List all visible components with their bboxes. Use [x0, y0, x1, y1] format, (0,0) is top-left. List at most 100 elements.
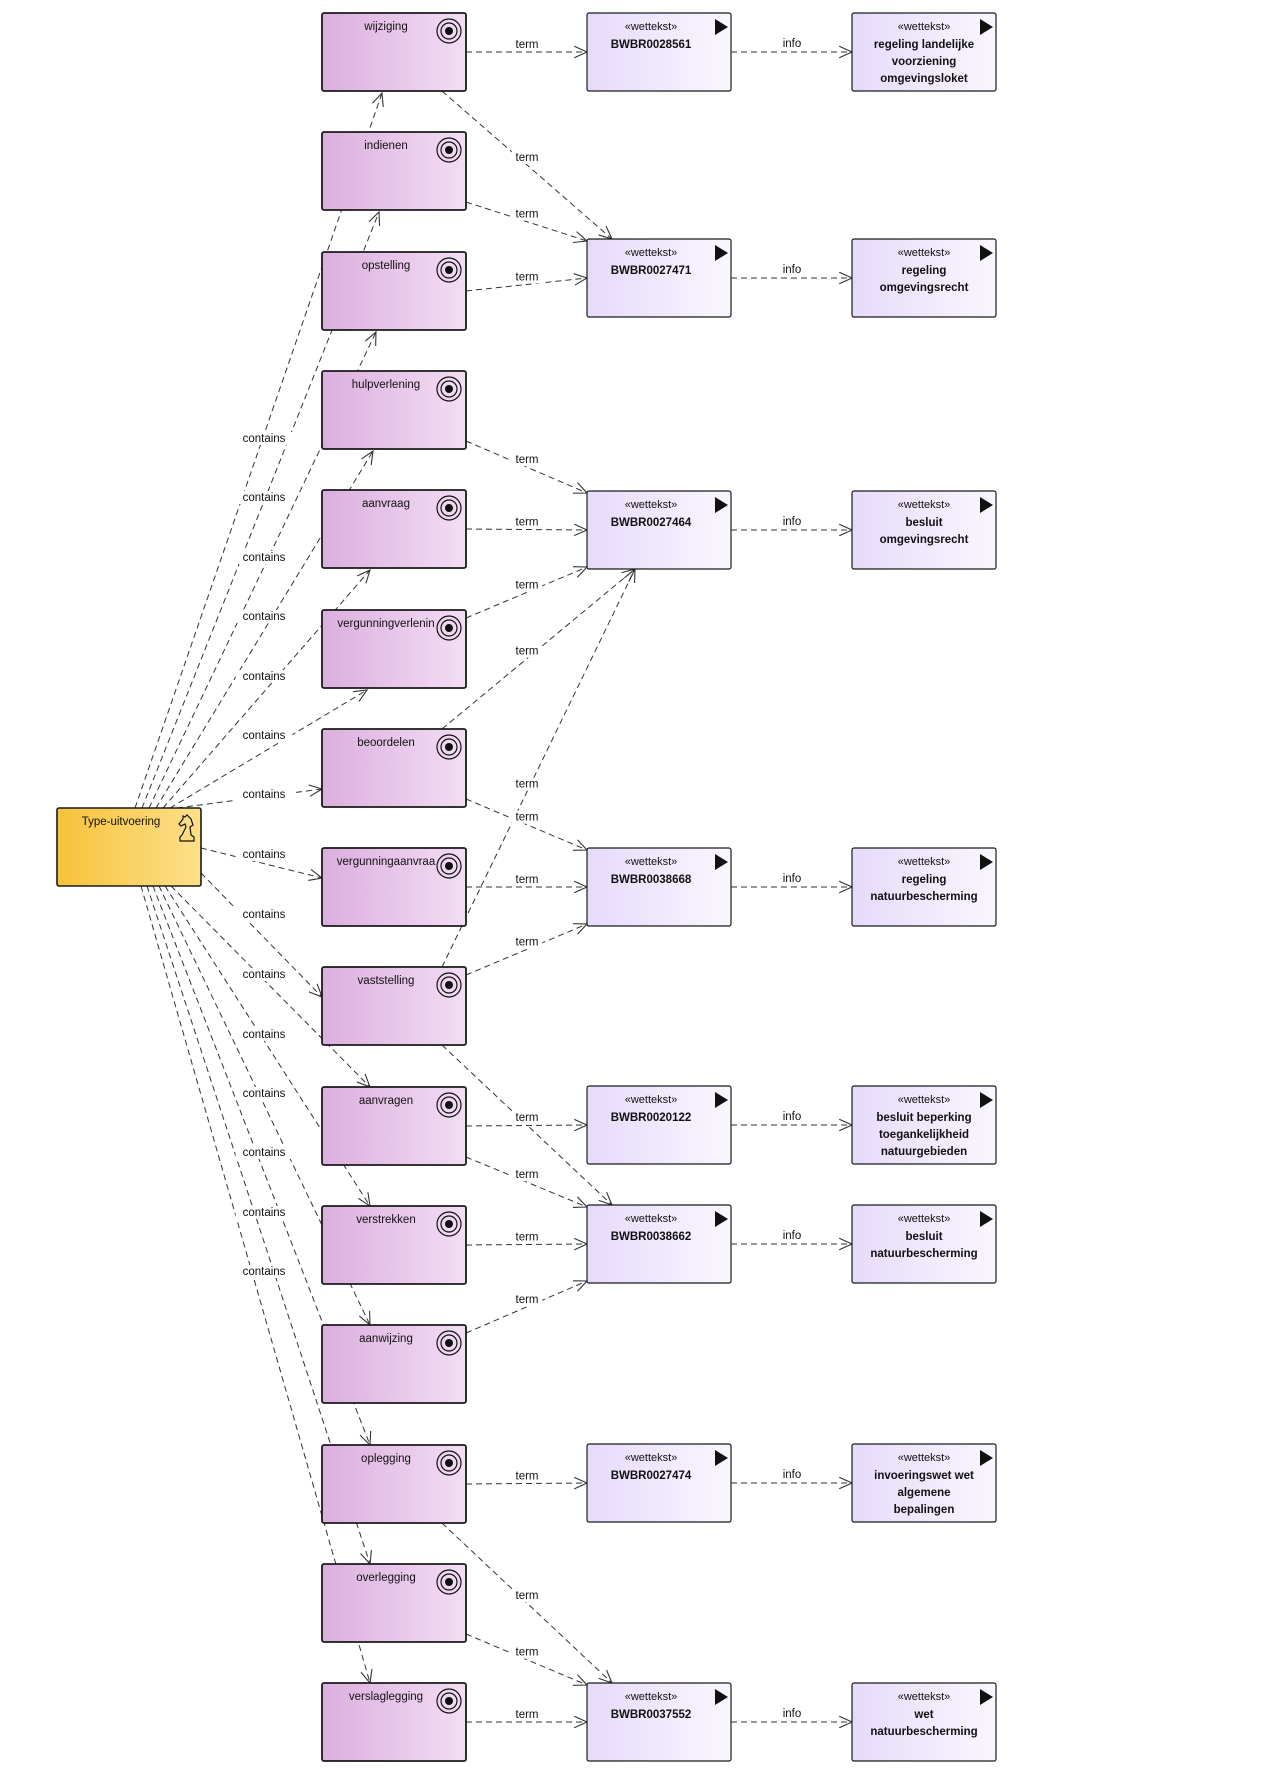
wettekst-title-line: voorziening	[892, 56, 957, 68]
contains-label-bg	[235, 670, 293, 683]
info-node-BWBR0027474: «wettekst»invoeringswet wetalgemenebepal…	[851, 1443, 997, 1523]
chess-knight-shape	[178, 814, 195, 842]
activity-label: vaststelling	[358, 975, 415, 987]
term-label: term	[516, 209, 539, 221]
target-icon-ring-outer	[436, 1450, 462, 1476]
law-node-BWBR0038668: «wettekst»BWBR0038668	[586, 847, 732, 927]
contains-edge-arrowhead	[357, 1192, 371, 1208]
wettekst-title-line: regeling landelijke	[874, 39, 974, 51]
law-node-BWBR0027474: «wettekst»BWBR0027474	[586, 1443, 732, 1523]
info-label-bg	[776, 1468, 808, 1481]
info-node-BWBR0020122: «wettekst»besluit beperkingtoegankelijkh…	[851, 1085, 997, 1165]
term-edge-line	[441, 1044, 613, 1206]
law-node-BWBR0020122: «wettekst»BWBR0020122	[586, 1085, 732, 1165]
info-label: info	[783, 1708, 802, 1720]
contains-label: contains	[243, 1147, 286, 1159]
contains-edge-arrowhead	[353, 689, 369, 702]
contains-label-bg	[235, 1087, 293, 1100]
target-icon-dot	[445, 624, 453, 632]
contains-label-bg	[235, 1028, 293, 1041]
law-code-label: BWBR0037552	[611, 1709, 692, 1721]
term-edge	[465, 1633, 589, 1686]
term-label-bg	[511, 810, 543, 824]
wettekst-title-line: bepalingen	[894, 1504, 955, 1516]
law-box	[586, 12, 732, 92]
triangle-flag-icon	[980, 1450, 993, 1466]
activity-node-overlegging: overlegging	[321, 1563, 467, 1643]
target-icon-ring-outer	[436, 376, 462, 402]
term-edge-arrowhead	[572, 1196, 589, 1208]
contains-edge-line	[170, 885, 371, 1088]
wettekst-title-line: omgevingsloket	[880, 73, 968, 85]
term-label: term	[516, 1709, 539, 1721]
term-label: term	[516, 1470, 539, 1482]
activity-box	[321, 370, 467, 450]
triangle-flag-icon	[980, 1211, 993, 1227]
contains-label: contains	[243, 1088, 286, 1100]
law-code-label: BWBR0027474	[611, 1470, 692, 1482]
contains-edge-arrowhead	[368, 210, 381, 227]
triangle-flag-icon	[715, 1689, 728, 1705]
term-label-bg	[511, 38, 543, 51]
stereotype-label: «wettekst»	[898, 499, 951, 511]
info-label-bg	[776, 1229, 808, 1242]
activity-node-vergunningverlening: vergunningverlenin	[321, 609, 467, 689]
term-edge	[465, 1280, 589, 1334]
term-edge-arrowhead	[572, 566, 589, 578]
target-icon	[436, 18, 462, 44]
contains-label-bg	[235, 908, 293, 921]
chess-knight-icon	[178, 814, 195, 842]
activity-node-opstelling: opstelling	[321, 251, 467, 331]
contains-label-bg	[235, 1206, 293, 1219]
target-icon	[436, 495, 462, 521]
contains-label: contains	[243, 789, 286, 801]
info-node-BWBR0028561: «wettekst» regeling landelijke voorziening…	[851, 12, 997, 92]
contains-edge	[148, 330, 377, 809]
target-icon-ring-inner	[440, 1096, 458, 1114]
activity-node-hulpverlening: hulpverlening	[321, 370, 467, 450]
term-label: term	[516, 1647, 539, 1659]
info-node-BWBR0020122-box	[851, 1085, 997, 1165]
info-label: info	[783, 38, 802, 50]
activity-label: vergunningaanvraa	[337, 856, 436, 868]
info-label: info	[783, 873, 802, 885]
contains-label-bg	[235, 729, 293, 742]
activity-node-vergunningaanvraag: vergunningaanvraa	[321, 847, 467, 927]
target-icon-ring-outer	[436, 734, 462, 760]
law-node-BWBR0028561: «wettekst»BWBR0028561	[586, 12, 732, 92]
contains-label-bg	[235, 788, 293, 801]
term-edge-line	[465, 1243, 588, 1246]
nodes-layer: Type-uitvoeringwijzigingindienenopstelli…	[56, 12, 997, 1762]
term-edge-line	[465, 1124, 588, 1127]
triangle-flag-icon	[980, 1689, 993, 1705]
info-label-bg	[776, 1707, 808, 1720]
term-label-bg	[511, 207, 543, 221]
stereotype-label: «wettekst»	[898, 247, 951, 259]
term-edge-line	[465, 1482, 588, 1485]
info-label-bg	[776, 1110, 808, 1123]
target-icon-dot	[445, 981, 453, 989]
contains-edge-line	[200, 872, 323, 998]
target-icon	[436, 1450, 462, 1476]
term-label-bg	[511, 1589, 543, 1602]
stereotype-label: «wettekst»	[898, 21, 951, 33]
law-node-BWBR0037552: «wettekst»BWBR0037552	[586, 1682, 732, 1762]
activity-label: oplegging	[361, 1453, 411, 1465]
info-label: info	[783, 516, 802, 528]
term-label: term	[516, 1294, 539, 1306]
target-icon	[436, 1211, 462, 1237]
term-edge	[465, 798, 589, 851]
activity-label: hulpverlening	[352, 379, 420, 391]
activity-box	[321, 251, 467, 331]
activity-node-indienen: indienen	[321, 131, 467, 211]
wettekst-title-line: regeling	[902, 265, 947, 277]
stereotype-label: «wettekst»	[898, 856, 951, 868]
contains-label-bg	[235, 1265, 293, 1278]
term-edge-line	[441, 568, 636, 968]
law-code-label: BWBR0028561	[611, 39, 692, 51]
stereotype-label: «wettekst»	[898, 1691, 951, 1703]
term-edge-arrowhead	[572, 923, 589, 935]
triangle-flag-icon	[715, 1092, 728, 1108]
